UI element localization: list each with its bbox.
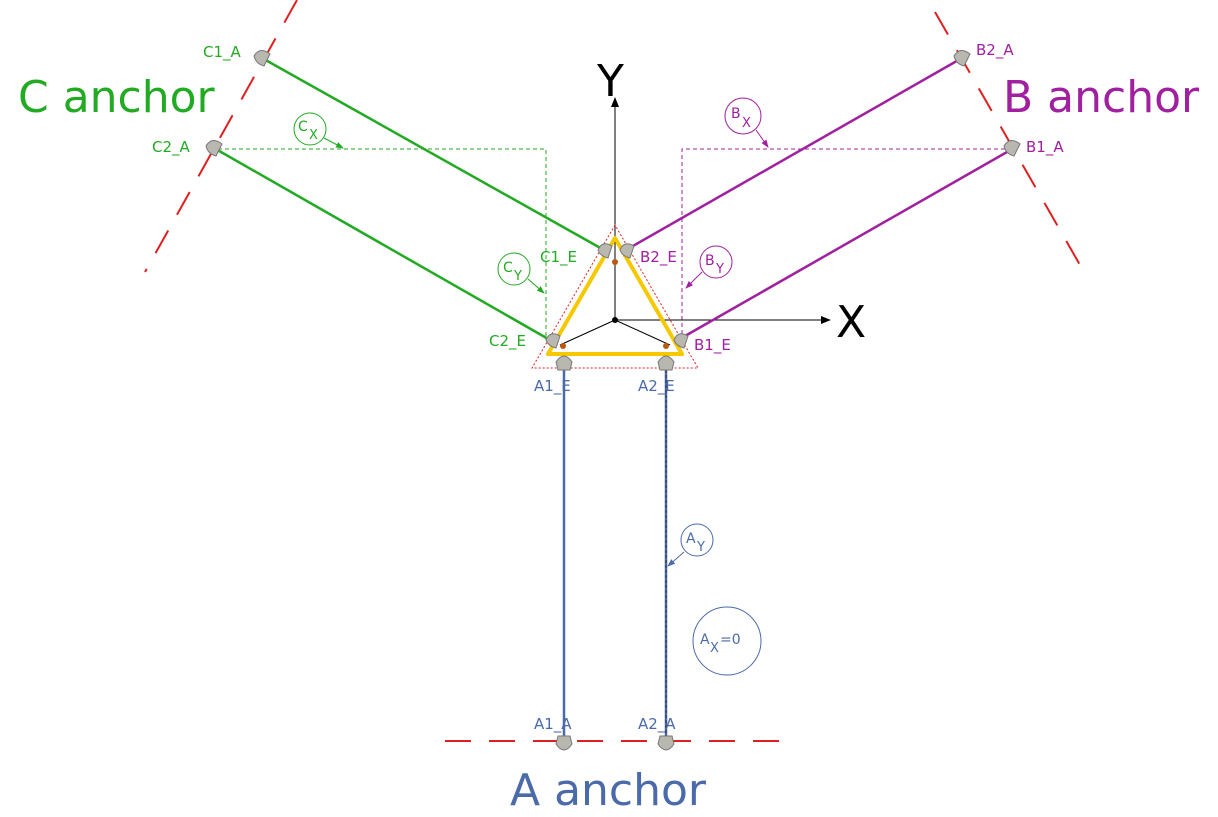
ax-zero-suffix: =0 — [720, 632, 741, 648]
cy-symbol: C Y — [497, 252, 545, 294]
by-base: B — [705, 253, 715, 269]
a-anchor-title: A anchor — [510, 765, 707, 816]
label-c2-e: C2_E — [489, 332, 526, 351]
ax-zero-sub: X — [710, 641, 719, 656]
y-axis-label: Y — [596, 56, 624, 107]
label-a1-e: A1_E — [534, 377, 571, 396]
dot-left — [560, 343, 566, 349]
b-anchor-title: B anchor — [1003, 72, 1200, 123]
mounts — [205, 50, 1021, 751]
label-b1-e: B1_E — [694, 336, 731, 355]
label-c1-a: C1_A — [203, 43, 242, 62]
axes — [559, 97, 831, 346]
by-arrow — [685, 271, 703, 289]
label-a2-a: A2_A — [638, 715, 676, 734]
cx-sub: X — [309, 128, 318, 143]
a-cables — [562, 365, 668, 740]
b-projection-guide — [681, 148, 1012, 340]
label-c1-e: C1_E — [540, 248, 577, 267]
by-symbol: B Y — [685, 245, 733, 289]
b-cables — [625, 56, 1015, 342]
ax-zero-symbol: A X =0 — [692, 606, 762, 676]
effector-dots — [560, 259, 669, 349]
label-c2-a: C2_A — [152, 138, 191, 157]
x-axis-label: X — [836, 297, 866, 348]
mount-c2-a-icon — [205, 140, 223, 157]
label-b1-a: B1_A — [1026, 138, 1064, 157]
mount-c1-e-icon — [597, 243, 613, 259]
bx-sub: X — [742, 116, 751, 131]
effector-triangle — [546, 236, 684, 356]
origin-dot — [612, 317, 618, 323]
mount-b2-e-icon — [619, 243, 635, 259]
b2-cable — [625, 56, 963, 252]
projection-guides — [218, 148, 1012, 340]
by-circle — [699, 245, 733, 279]
bx-circle — [724, 97, 762, 135]
cy-sub: Y — [513, 269, 522, 284]
b1-cable — [677, 146, 1015, 342]
label-b2-e: B2_E — [640, 248, 677, 267]
c1-cable — [261, 56, 605, 252]
c2-cable — [213, 146, 551, 342]
cy-base: C — [503, 260, 513, 276]
ay-arrow — [667, 551, 685, 567]
c-projection-guide — [218, 148, 547, 340]
center-spoke-b — [614, 319, 671, 346]
mount-c2-e-icon — [545, 333, 561, 349]
label-a1-a: A1_A — [534, 715, 572, 734]
mount-a2-a-icon — [657, 735, 675, 751]
mount-b1-a-icon — [1003, 140, 1021, 157]
cx-symbol: C X — [293, 112, 344, 149]
cy-arrow — [527, 278, 545, 294]
ax-zero-base: A — [700, 632, 710, 648]
dot-right — [663, 343, 669, 349]
mount-c1-a-icon — [253, 50, 271, 67]
c-anchor-title: C anchor — [18, 72, 216, 123]
ay-base: A — [686, 531, 696, 547]
bx-arrow — [755, 129, 769, 148]
cy-circle — [497, 252, 531, 286]
bx-base: B — [731, 106, 741, 122]
ay-circle — [680, 523, 714, 557]
c-anchor-line — [144, 0, 298, 273]
effector-envelope — [531, 224, 699, 369]
dot-top — [612, 259, 618, 265]
cx-base: C — [298, 119, 308, 135]
mount-b1-e-icon — [673, 333, 689, 349]
anchor-lines — [144, 0, 1081, 742]
bx-symbol: B X — [724, 97, 769, 148]
ax-zero-circle — [692, 606, 762, 676]
label-b2-a: B2_A — [976, 41, 1014, 60]
mount-a2-e-icon — [657, 355, 675, 371]
cx-arrow — [323, 137, 344, 149]
mount-b2-a-icon — [953, 50, 971, 67]
c-cables — [213, 56, 605, 342]
ay-symbol: A Y — [667, 523, 714, 567]
cx-circle — [293, 112, 327, 146]
mount-a1-a-icon — [555, 735, 573, 751]
label-a2-e: A2_E — [638, 377, 675, 396]
center-spoke-c — [559, 319, 616, 346]
mount-a1-e-icon — [555, 355, 573, 371]
ay-sub: Y — [696, 540, 705, 555]
by-sub: Y — [715, 262, 724, 277]
